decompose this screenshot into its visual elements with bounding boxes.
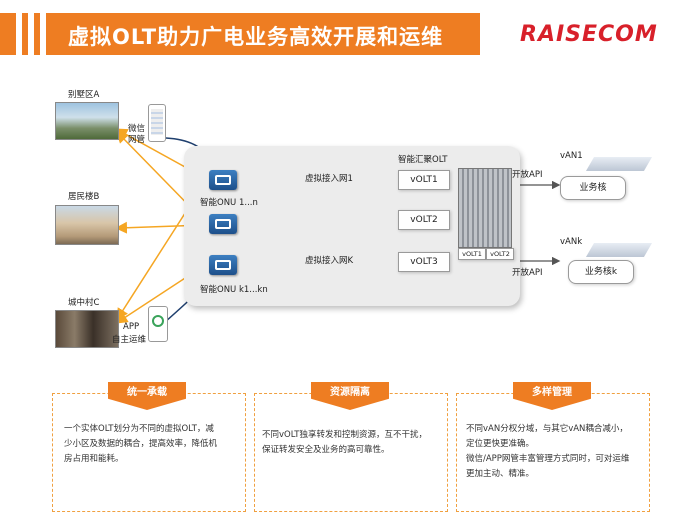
feature-line: 少小区及数据的耦合，提高效率，降低机 xyxy=(64,439,218,449)
onu-device-icon xyxy=(209,214,237,234)
vank-label: vANk xyxy=(560,237,583,247)
onu-device-icon xyxy=(209,170,237,190)
onu-device-icon xyxy=(209,255,237,275)
feature-card-management xyxy=(456,393,650,512)
olt-tag-2: vOLT2 xyxy=(486,248,514,260)
raisecom-logo: RAISECOM xyxy=(520,22,658,47)
villa-label: 别墅区A xyxy=(68,90,100,100)
olt-tag-1: vOLT1 xyxy=(458,248,486,260)
app-phone-icon xyxy=(148,306,168,342)
feature-line: 不同vOLT独享转发和控制资源，互不干扰， xyxy=(262,430,427,440)
wechat-label-1: 微信 xyxy=(128,124,146,134)
wechat-label-2: 网管 xyxy=(128,135,146,145)
feature-line: 更加主动、精准。 xyxy=(466,469,535,479)
residential-label: 居民楼B xyxy=(68,192,100,202)
votl1-box: vOLT1 xyxy=(398,170,450,190)
service-core-1: 业务核 xyxy=(560,176,626,200)
residential-photo xyxy=(55,205,119,245)
open-api-label-2: 开放API xyxy=(512,268,543,278)
feature-line: 房占用和能耗。 xyxy=(64,454,124,464)
title-bar-stripe xyxy=(16,13,22,55)
vank-cloud-icon xyxy=(585,243,653,257)
feature-card-isolation xyxy=(254,393,448,512)
header: 虚拟OLT助力广电业务高效开展和运维 RAISECOM xyxy=(0,0,700,58)
feature-line: 微信/APP网管丰富管理方式同时，可对运维 xyxy=(466,454,630,464)
wechat-phone-icon xyxy=(148,104,166,142)
village-photo xyxy=(55,310,119,348)
olt-title: 智能汇聚OLT xyxy=(398,155,448,165)
feature-body-isolation: 不同vOLT独享转发和控制资源，互不干扰， 保证转发安全及业务的高可靠性。 xyxy=(262,428,427,458)
feature-body-management: 不同vAN分权分域，与其它vAN耦合减小， 定位更快更准确。 微信/APP网管丰… xyxy=(466,422,629,482)
service-core-k: 业务核k xyxy=(568,260,634,284)
feature-line: 一个实体OLT划分为不同的虚拟OLT，减 xyxy=(64,424,214,434)
open-api-label-1: 开放API xyxy=(512,170,543,180)
virtual-network-1-label: 虚拟接入网1 xyxy=(305,174,353,184)
page-title: 虚拟OLT助力广电业务高效开展和运维 xyxy=(68,25,444,49)
feature-body-unified: 一个实体OLT划分为不同的虚拟OLT，减 少小区及数据的耦合，提高效率，降低机 … xyxy=(64,422,217,467)
title-bar xyxy=(0,13,480,55)
virtual-network-k-label: 虚拟接入网K xyxy=(305,256,354,266)
title-bar-stripe xyxy=(28,13,34,55)
app-label-1: APP xyxy=(123,322,140,332)
title-bar-stripe xyxy=(40,13,46,55)
feature-line: 定位更快更准确。 xyxy=(466,439,535,449)
van1-cloud-icon xyxy=(585,157,653,171)
app-label-2: 自主运维 xyxy=(112,335,147,345)
van1-label: vAN1 xyxy=(560,151,583,161)
village-label: 城中村C xyxy=(68,298,100,308)
onu-bottom-label: 智能ONU k1...kn xyxy=(200,285,268,295)
onu-top-label: 智能ONU 1...n xyxy=(200,198,258,208)
votl2-box: vOLT2 xyxy=(398,210,450,230)
villa-photo xyxy=(55,102,119,140)
votl3-box: vOLT3 xyxy=(398,252,450,272)
olt-chassis-icon xyxy=(458,168,512,248)
feature-line: 保证转发安全及业务的高可靠性。 xyxy=(262,445,390,455)
feature-line: 不同vAN分权分域，与其它vAN耦合减小， xyxy=(466,424,628,434)
